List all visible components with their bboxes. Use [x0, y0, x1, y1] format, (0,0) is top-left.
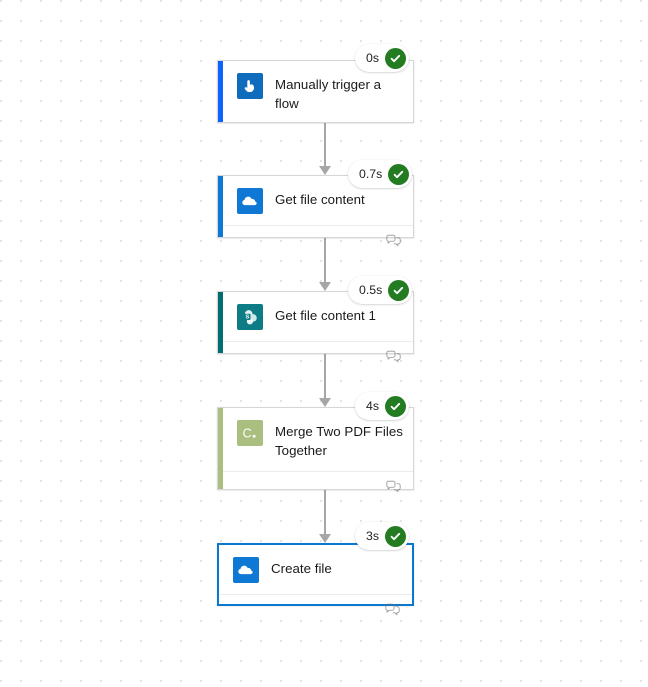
- connector-line: [324, 238, 326, 283]
- node-header: Manually trigger a flow: [218, 61, 413, 124]
- connector-line: [324, 490, 326, 535]
- connector-line: [324, 354, 326, 399]
- node-accent-bar: [218, 176, 223, 237]
- node-title: Manually trigger a flow: [275, 77, 382, 111]
- node-header: Get file content: [218, 176, 413, 225]
- status-badge-get-file-content[interactable]: 0.7s: [348, 160, 413, 188]
- connector-arrowhead: [319, 282, 331, 291]
- checkmark-circle-icon: [385, 47, 406, 69]
- comment-bubbles-icon[interactable]: [385, 603, 400, 616]
- status-badge-merge-two-pdf-files-together[interactable]: 4s: [355, 392, 409, 420]
- checkmark-circle-icon: [388, 163, 410, 185]
- checkmark-circle-icon: [385, 525, 406, 547]
- connector-arrowhead: [319, 534, 331, 543]
- node-footer: [223, 225, 413, 254]
- onedrive-icon: [233, 557, 259, 583]
- duration-label: 0.5s: [359, 283, 383, 297]
- node-title: Get file content: [275, 192, 365, 207]
- flow-node-merge-two-pdf-files-together[interactable]: C Merge Two PDF Files Together: [217, 407, 414, 492]
- connector-arrowhead: [319, 166, 331, 175]
- connector-trigger-to-getfilecontent: [316, 123, 334, 175]
- svg-text:S: S: [245, 314, 249, 320]
- node-footer: [223, 471, 413, 500]
- comment-bubbles-icon[interactable]: [386, 480, 401, 493]
- connector-merge-to-createfile: [316, 490, 334, 543]
- node-title: Create file: [271, 561, 332, 576]
- node-header: S Get file content 1: [218, 292, 413, 341]
- svg-text:C: C: [243, 427, 252, 441]
- status-badge-create-file[interactable]: 3s: [355, 522, 409, 550]
- comment-bubbles-icon[interactable]: [386, 234, 401, 247]
- checkmark-circle-icon: [388, 279, 410, 301]
- node-accent-bar: [218, 408, 223, 489]
- status-badge-manually-trigger-a-flow[interactable]: 0s: [355, 44, 409, 72]
- duration-label: 0.7s: [359, 167, 383, 181]
- duration-label: 4s: [366, 399, 379, 413]
- checkmark-circle-icon: [385, 395, 406, 417]
- onedrive-icon: [237, 188, 263, 214]
- status-badge-get-file-content-1[interactable]: 0.5s: [348, 276, 413, 304]
- connector-line: [324, 123, 326, 167]
- node-title: Merge Two PDF Files Together: [275, 424, 403, 458]
- node-accent-bar: [218, 292, 223, 353]
- connector-getfilecontent-to-getfilecontent1: [316, 238, 334, 291]
- node-title: Get file content 1: [275, 308, 376, 323]
- connector-getfilecontent1-to-merge: [316, 354, 334, 407]
- connector-arrowhead: [319, 398, 331, 407]
- duration-label: 3s: [366, 529, 379, 543]
- cloudmersive-connector-icon: C: [237, 420, 263, 446]
- comment-bubbles-icon[interactable]: [386, 350, 401, 363]
- node-header: Create file: [219, 545, 412, 594]
- node-footer: [223, 341, 413, 370]
- node-header: C Merge Two PDF Files Together: [218, 408, 413, 471]
- sharepoint-icon: S: [237, 304, 263, 330]
- duration-label: 0s: [366, 51, 379, 65]
- node-footer: [219, 594, 412, 623]
- flow-node-create-file[interactable]: Create file: [217, 543, 414, 615]
- node-accent-bar: [218, 61, 223, 122]
- manual-trigger-icon: [237, 73, 263, 99]
